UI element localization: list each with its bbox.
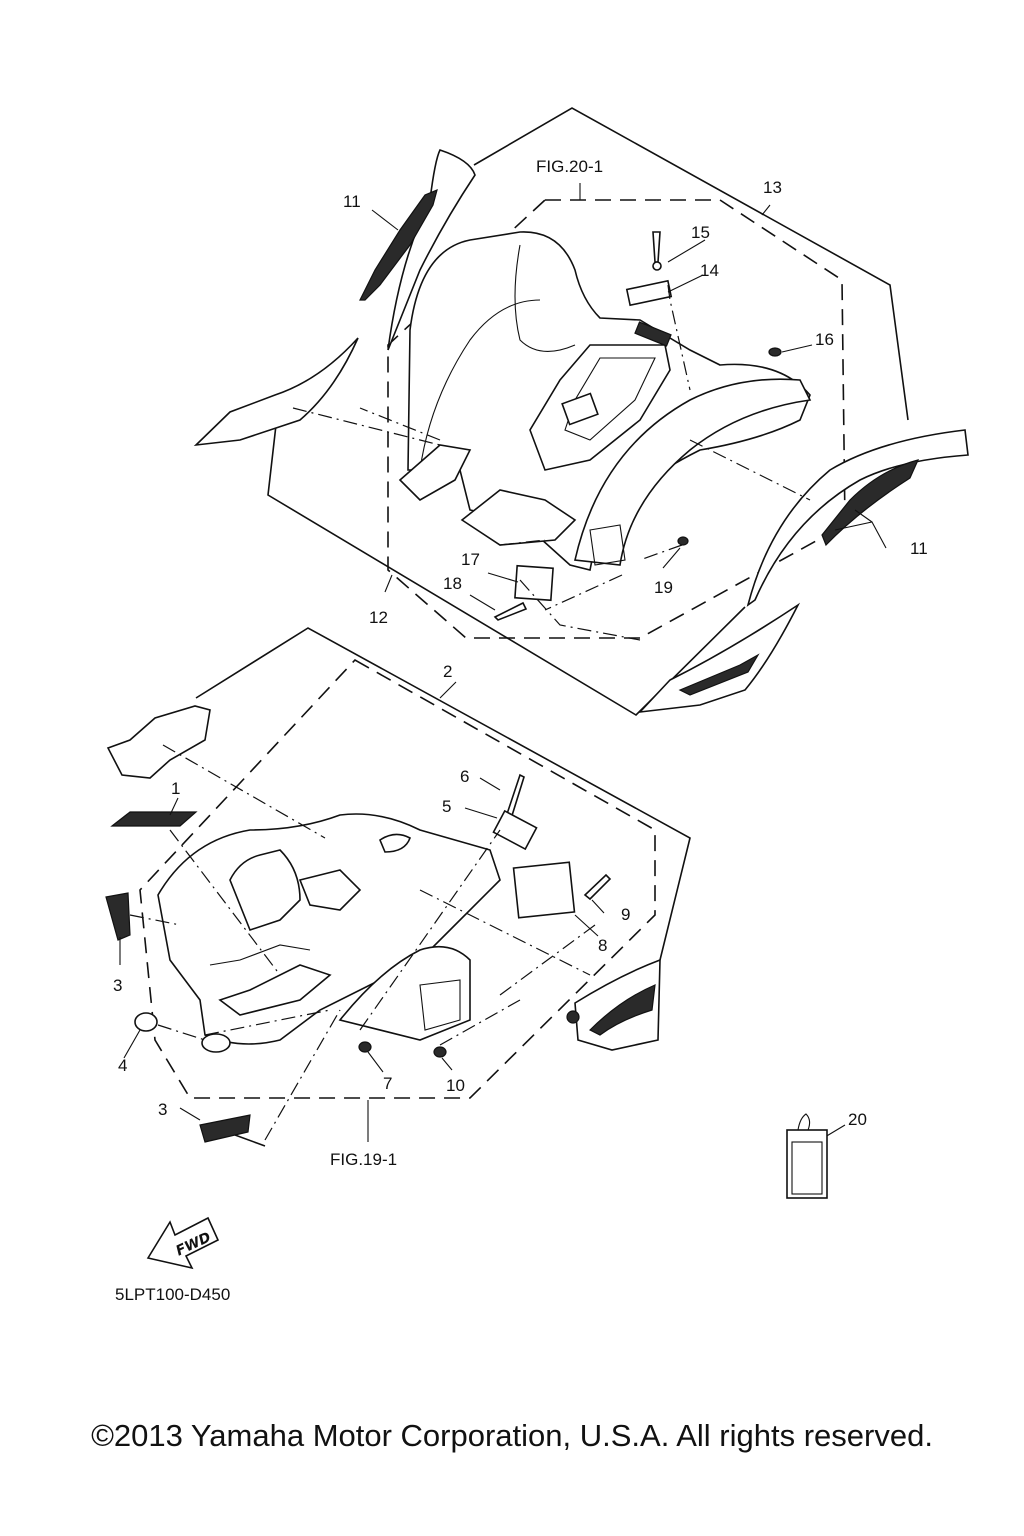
fig20-label: FIG.20-1 (536, 157, 603, 176)
callout-2: 2 (443, 662, 452, 681)
callout-17: 17 (461, 550, 480, 569)
callout-3-left: 3 (113, 976, 122, 995)
plate-5 (492, 809, 538, 851)
callout-9: 9 (621, 905, 630, 924)
callout-6: 6 (460, 767, 469, 786)
front-fender (157, 813, 501, 1053)
plate-14 (625, 279, 673, 307)
grommet-10 (433, 1046, 447, 1058)
fig20-dashed-outline (387, 199, 846, 639)
callout-11-left: 11 (343, 192, 361, 211)
dashdot-lines-upper (292, 284, 811, 641)
fig19-label: FIG.19-1 (330, 1150, 397, 1169)
bolt-9 (583, 873, 612, 901)
emblem-4 (134, 1012, 158, 1032)
owner-tag-20 (786, 1113, 828, 1199)
dashdot-lines-lower (129, 744, 596, 1141)
callout-14: 14 (700, 261, 719, 280)
yamaha-decal-3 (199, 1114, 251, 1143)
front-panel-decal (106, 705, 211, 779)
rear-fender (398, 231, 812, 571)
front-side-decal (566, 958, 661, 1051)
copyright-notice: ©2013 Yamaha Motor Corporation, U.S.A. A… (91, 1418, 933, 1453)
callout-18: 18 (443, 574, 462, 593)
callout-3-bottom: 3 (158, 1100, 167, 1119)
group-2-outline (195, 627, 691, 1147)
callout-12: 12 (369, 608, 388, 627)
grommet-19 (677, 536, 689, 546)
callout-13: 13 (763, 178, 782, 197)
stripe-decal-3 (105, 892, 131, 941)
bolt-18 (493, 601, 528, 621)
callout-20: 20 (848, 1110, 867, 1129)
leader-lines-upper (371, 183, 887, 611)
callout-5: 5 (442, 797, 451, 816)
fig19-dashed-outline (139, 658, 656, 1099)
callout-15: 15 (691, 223, 710, 242)
callout-10: 10 (446, 1076, 465, 1095)
group-13-outline (267, 107, 909, 717)
leader-lines-lower (119, 681, 846, 1142)
grommet-16 (768, 347, 782, 357)
callout-7: 7 (383, 1074, 392, 1093)
bolt-15 (652, 231, 662, 271)
diagram-code: 5LPT100-D450 (115, 1285, 230, 1304)
rear-fender-flares (193, 149, 969, 714)
callout-11-right: 11 (910, 539, 928, 558)
raptor-decal-rear-lower (678, 653, 760, 696)
grommet-7 (358, 1041, 372, 1053)
fwd-arrow-icon: FWD (146, 1216, 220, 1270)
callout-1: 1 (171, 779, 180, 798)
raptor-decal-1 (110, 811, 198, 827)
callout-4: 4 (118, 1056, 127, 1075)
plate-8 (512, 861, 576, 919)
callout-16: 16 (815, 330, 834, 349)
callout-19: 19 (654, 578, 673, 597)
callout-8: 8 (598, 936, 607, 955)
raptor-decal-upper-left (359, 188, 438, 301)
raptor-decal-right (821, 459, 920, 547)
